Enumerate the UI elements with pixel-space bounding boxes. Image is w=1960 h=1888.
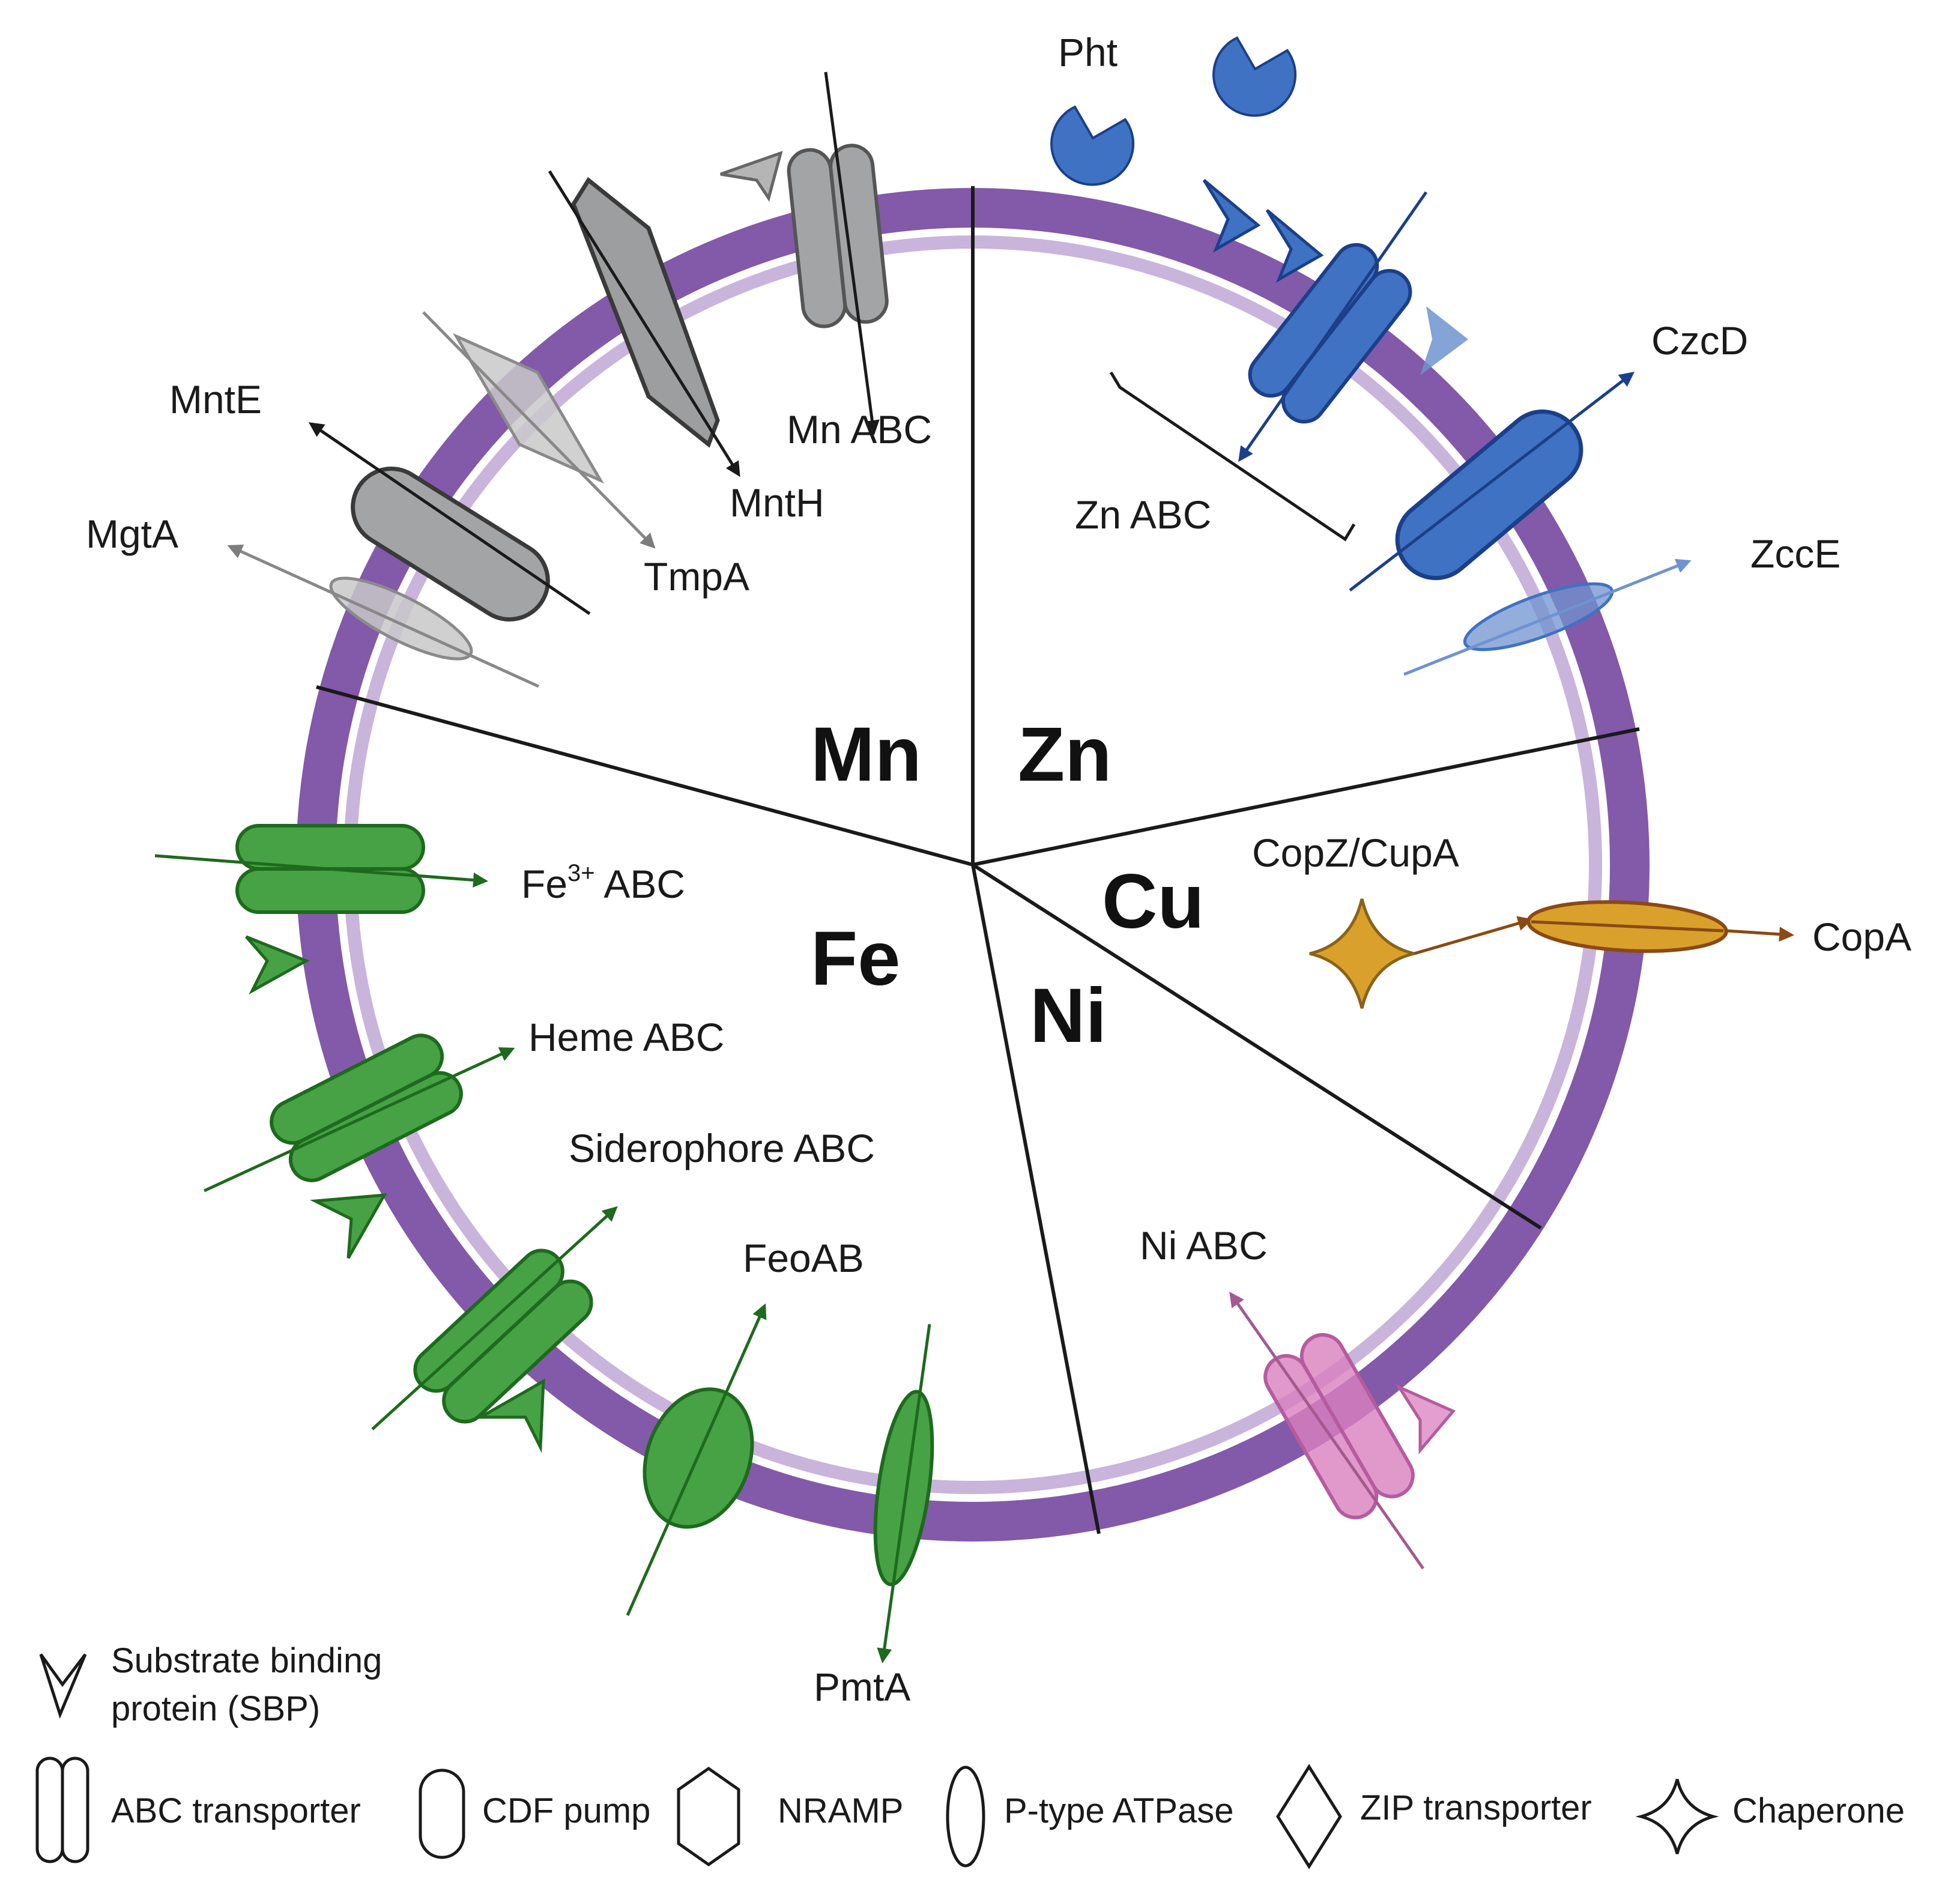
label-czcd: CzcD — [1651, 318, 1748, 363]
sbp-icon — [1202, 179, 1261, 253]
zcce-ptype: ZccE — [1403, 531, 1841, 676]
label-zn-abc: Zn ABC — [1075, 492, 1211, 537]
nramp-icon — [677, 1766, 740, 1867]
sbp-icon — [474, 1378, 545, 1453]
sector-label-ni: Ni — [1030, 973, 1107, 1059]
divider-fe-mn — [316, 685, 973, 867]
mnth-nramp: MntH — [548, 170, 824, 525]
zn-abc-transporter: Zn ABC — [1075, 179, 1468, 542]
sbp-icon — [1420, 306, 1468, 375]
legend-chaperone: Chaperone — [1635, 1779, 1905, 1854]
legend-zip-label: ZIP transporter — [1360, 1788, 1592, 1827]
heme-abc-transporter: Heme ABC — [203, 1015, 724, 1259]
legend-sbp-label-line1: Substrate binding — [111, 1641, 382, 1680]
siderophore-abc-transporter: Siderophore ABC — [371, 1126, 875, 1453]
sector-label-cu: Cu — [1102, 859, 1205, 945]
sector-dividers — [316, 186, 1640, 1534]
divider-zn-cu — [972, 727, 1640, 867]
legend-cdf: CDF pump — [419, 1768, 650, 1859]
label-pht: Pht — [1058, 30, 1118, 74]
mnte-cdf: MntE — [169, 377, 591, 622]
legend: Substrate binding protein (SBP) ABC tran… — [35, 1641, 1905, 1869]
ni-abc-transporter: Ni ABC — [1140, 1223, 1456, 1570]
sector-label-mn: Mn — [811, 712, 922, 797]
sbp-icon — [245, 935, 310, 995]
cdf-pump-icon — [419, 1768, 465, 1859]
sbp-icon — [720, 151, 783, 202]
divider-ni-fe — [971, 864, 1101, 1534]
mgta-ptype: MgtA — [86, 512, 540, 688]
sector-labels: Mn Zn Cu Ni Fe — [811, 712, 1205, 1059]
label-heme-abc: Heme ABC — [528, 1015, 724, 1059]
legend-sbp: Substrate binding protein (SBP) — [39, 1641, 382, 1728]
legend-zip: ZIP transporter — [1276, 1764, 1592, 1869]
legend-chaperone-label: Chaperone — [1732, 1791, 1905, 1830]
mn-abc-transporter: Mn ABC — [720, 71, 932, 452]
legend-abc-label: ABC transporter — [111, 1791, 361, 1830]
label-zcce: ZccE — [1750, 531, 1841, 576]
label-pmta: PmtA — [814, 1665, 910, 1709]
label-copz-cupa: CopZ/CupA — [1252, 831, 1459, 875]
label-mnte: MntE — [169, 377, 262, 422]
tmpa-zip: TmpA — [422, 311, 749, 599]
label-mnth: MntH — [730, 480, 824, 525]
legend-nramp-label: NRAMP — [778, 1791, 903, 1830]
sbp-icon — [1265, 209, 1324, 283]
sbp-icon — [39, 1653, 87, 1719]
chaperone-icon — [1309, 898, 1415, 1009]
abc-transporter-icon — [35, 1756, 64, 1863]
label-mn-abc: Mn ABC — [787, 407, 932, 452]
legend-cdf-label: CDF pump — [482, 1791, 650, 1830]
chaperone-icon — [1635, 1779, 1719, 1854]
pmta-ptype: PmtA — [814, 1324, 934, 1709]
pht-proteins: Pht — [1050, 30, 1297, 186]
divider-cu-ni — [972, 863, 1542, 1230]
fe3-abc-transporter: Fe3+ ABC — [154, 824, 685, 995]
sector-label-zn: Zn — [1018, 712, 1112, 797]
legend-nramp: NRAMP — [677, 1766, 903, 1867]
legend-abc: ABC transporter — [35, 1756, 361, 1863]
label-copa: CopA — [1812, 915, 1911, 959]
sbp-icon — [309, 1193, 387, 1259]
feoab-transporter: FeoAB — [626, 1236, 864, 1617]
cu-transport: CopZ/CupA CopA — [1252, 831, 1911, 1009]
pht-icon — [1212, 36, 1297, 117]
sbp-icon — [1395, 1384, 1456, 1454]
legend-sbp-label-line2: protein (SBP) — [111, 1689, 320, 1728]
label-fe3-abc: Fe3+ ABC — [521, 860, 685, 906]
label-feoab: FeoAB — [743, 1236, 864, 1280]
legend-ptype-label: P-type ATPase — [1004, 1791, 1234, 1830]
zip-transporter-icon — [1276, 1764, 1342, 1869]
label-ni-abc: Ni ABC — [1140, 1223, 1268, 1268]
label-siderophore-abc: Siderophore ABC — [569, 1126, 875, 1170]
czcd-cdf: CzcD — [1349, 318, 1748, 592]
label-mgta: MgtA — [86, 512, 178, 556]
legend-ptype: P-type ATPase — [946, 1765, 1234, 1868]
pht-icon — [1050, 105, 1135, 186]
sector-label-fe: Fe — [811, 916, 900, 1002]
p-type-atpase-icon — [946, 1765, 985, 1868]
label-tmpa: TmpA — [644, 554, 749, 599]
